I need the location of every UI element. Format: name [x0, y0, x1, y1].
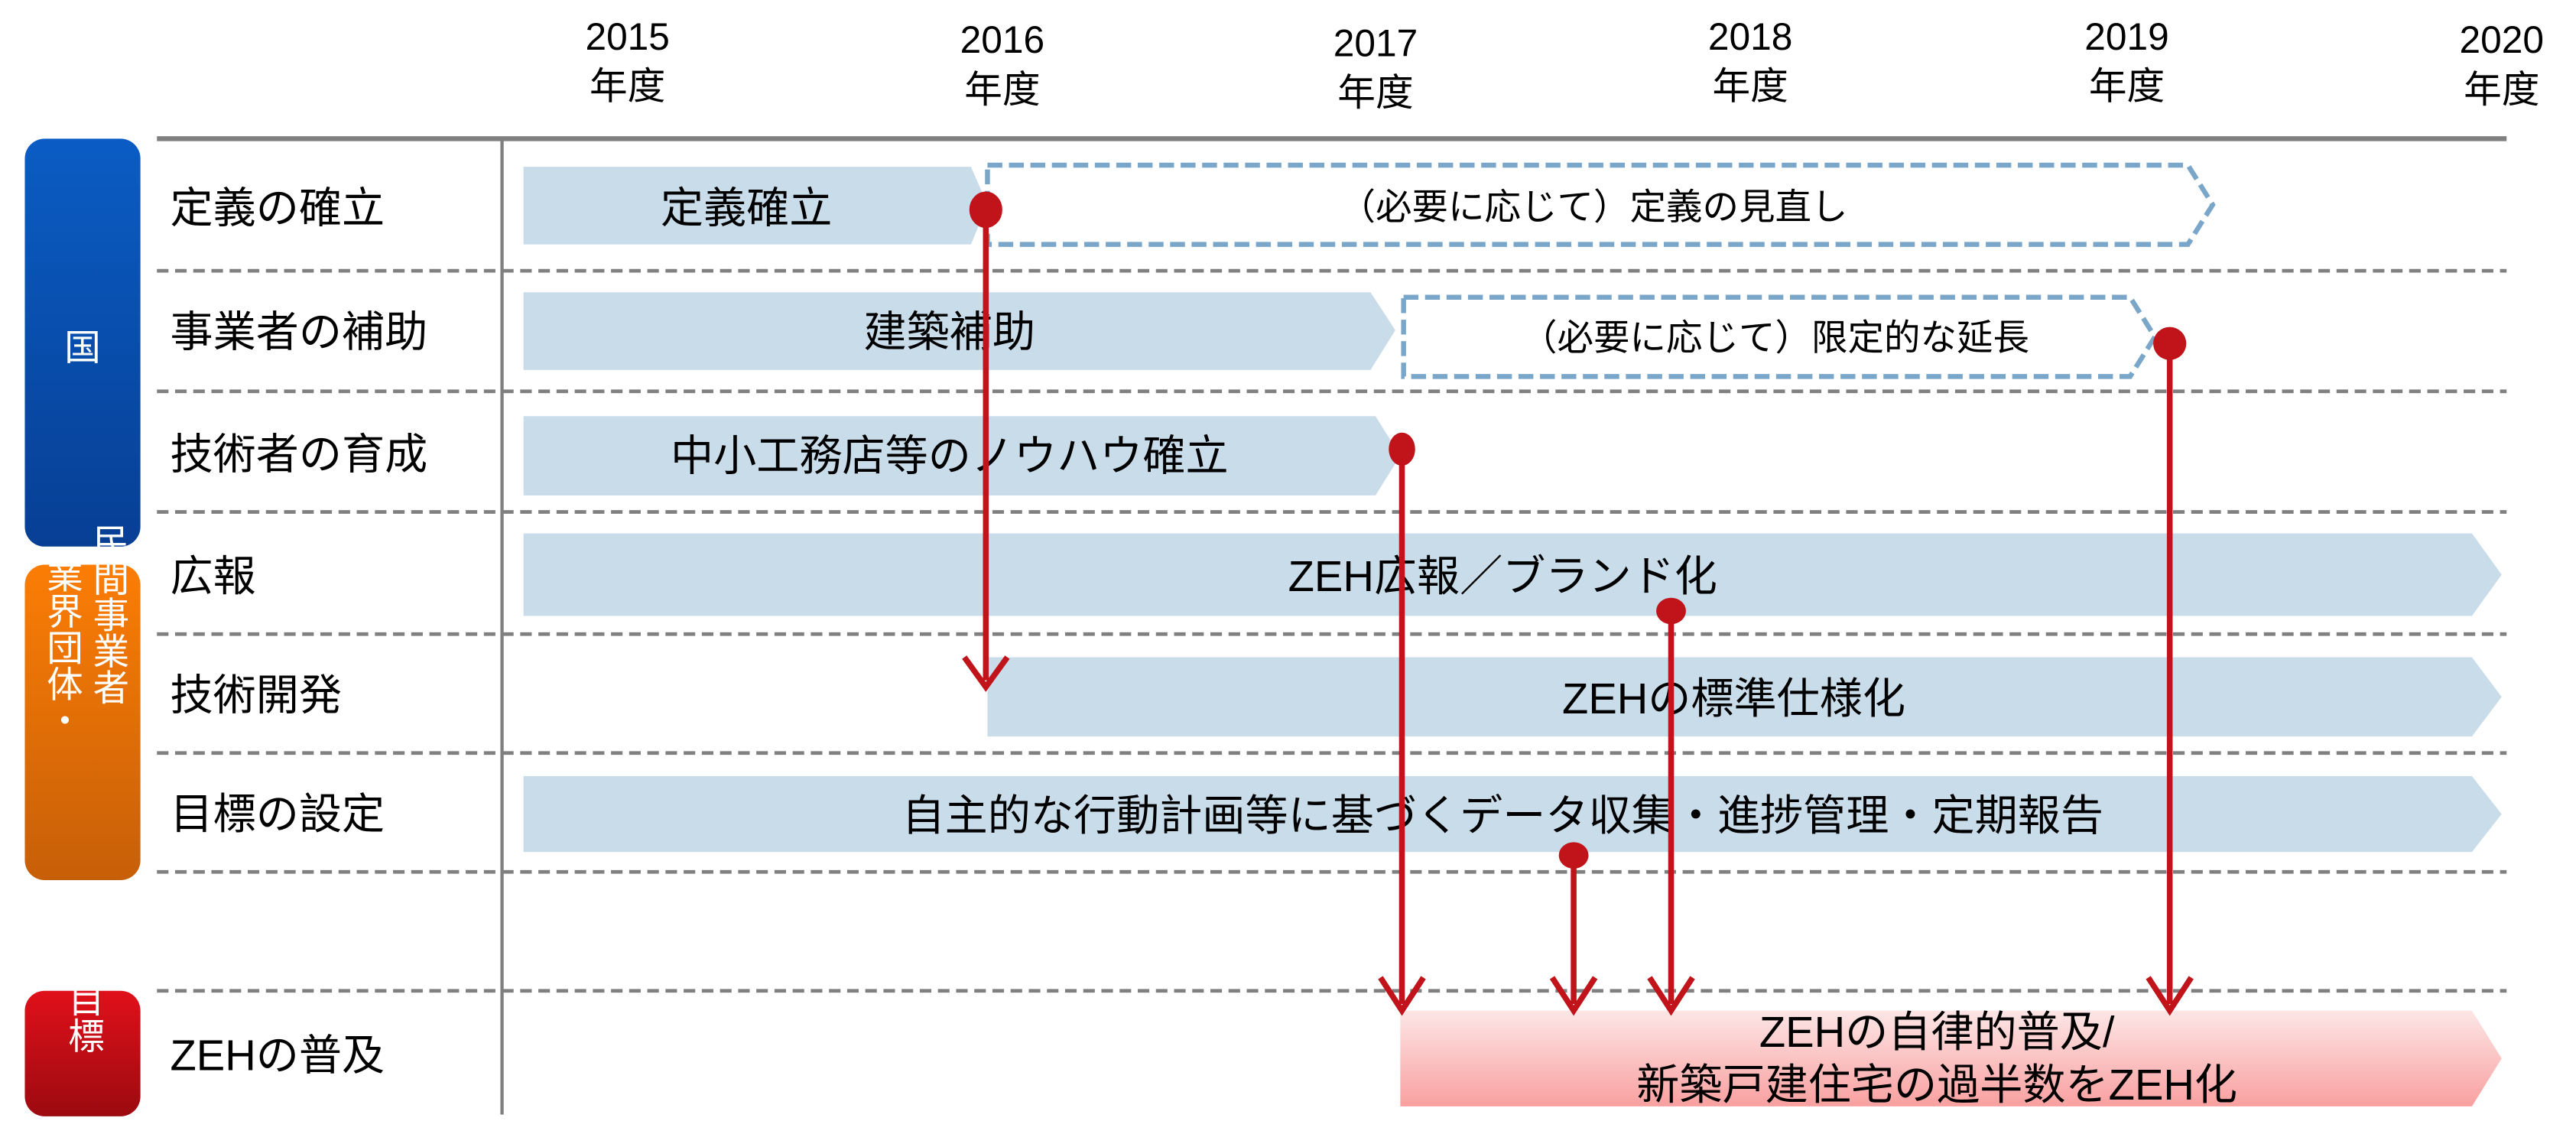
row-label: 事業者の補助	[171, 307, 428, 356]
row-label: 技術開発	[171, 671, 343, 720]
dashed-bar-limited-extension: （必要に応じて）限定的な延長	[1401, 294, 2159, 379]
bar-standard-spec: ZEHの標準仕様化	[987, 657, 2502, 737]
svg-text:建築補助: 建築補助	[864, 307, 1036, 356]
year-suffix: 年度	[1713, 65, 1788, 108]
arrow-subsidy-to-goal	[2146, 327, 2194, 1016]
svg-text:ZEHの標準仕様化: ZEHの標準仕様化	[1562, 674, 1905, 723]
arrow-pr-to-goal	[1647, 597, 1695, 1016]
svg-text:定義確立: 定義確立	[661, 184, 833, 232]
arrow-definition-to-tech	[962, 191, 1010, 692]
svg-text:業界団体・: 業界団体・	[41, 557, 82, 739]
row-labels: 定義の確立 事業者の補助 技術者の育成 広報 技術開発 目標の設定 ZEHの普及	[171, 184, 428, 1080]
svg-text:ZEH広報／ブランド化: ZEH広報／ブランド化	[1288, 552, 1717, 600]
bar-know-how: 中小工務店等のノウハウ確立	[523, 416, 1401, 496]
group-badge-private: 民間事業者 業界団体・	[24, 524, 141, 881]
year-suffix: 年度	[2089, 65, 2165, 108]
svg-text:（必要に応じて）定義の見直し: （必要に応じて）定義の見直し	[1340, 187, 1848, 228]
year-suffix: 年度	[1337, 71, 1413, 114]
year-header: 2015 年度 2016 年度 2017 年度 2018 年度 2019 年度 …	[585, 15, 2544, 114]
bar-definition: 定義確立	[523, 167, 988, 245]
year-2019: 2019	[2084, 15, 2168, 58]
year-2020: 2020	[2460, 18, 2544, 61]
year-suffix: 年度	[964, 68, 1040, 111]
svg-text:自主的な行動計画等に基づくデータ収集・進捗管理・定期報告: 自主的な行動計画等に基づくデータ収集・進捗管理・定期報告	[901, 791, 2103, 840]
row-label: 目標の設定	[171, 790, 385, 838]
bar-zeh-goal: ZEHの自律的普及/ 新築戸建住宅の過半数をZEH化	[1400, 1008, 2502, 1109]
svg-text:ZEHの自律的普及/: ZEHの自律的普及/	[1759, 1008, 2115, 1056]
row-label: 技術者の育成	[171, 430, 428, 478]
year-2018: 2018	[1708, 15, 1792, 58]
row-separators	[157, 268, 2507, 993]
year-2016: 2016	[960, 18, 1044, 61]
bar-construction-subsidy: 建築補助	[523, 292, 1395, 370]
row-label: 広報	[171, 552, 256, 600]
dependency-arrows	[962, 191, 2194, 1016]
svg-text:（必要に応じて）限定的な延長: （必要に応じて）限定的な延長	[1521, 318, 2029, 359]
row-label: 定義の確立	[171, 184, 385, 232]
year-suffix: 年度	[590, 65, 665, 108]
svg-text:中小工務店等のノウハウ確立: 中小工務店等のノウハウ確立	[671, 431, 1229, 479]
svg-text:目標: 目標	[63, 981, 104, 1054]
year-2017: 2017	[1333, 21, 1418, 64]
bar-pr-branding: ZEH広報／ブランド化	[523, 533, 2502, 616]
year-suffix: 年度	[2464, 68, 2539, 111]
bar-data-collection: 自主的な行動計画等に基づくデータ収集・進捗管理・定期報告	[523, 775, 2502, 853]
group-badge-goal: 目標	[24, 981, 141, 1116]
svg-text:民間事業者: 民間事業者	[87, 524, 128, 706]
svg-text:新築戸建住宅の過半数をZEH化: 新築戸建住宅の過半数をZEH化	[1636, 1061, 2237, 1109]
year-2015: 2015	[585, 15, 669, 58]
row-label: ZEHの普及	[171, 1031, 385, 1079]
arrow-knowhow-to-goal	[1378, 432, 1426, 1016]
group-badge-national: 国	[24, 138, 141, 547]
arrow-data-to-goal	[1549, 842, 1598, 1016]
dashed-bar-definition-review: （必要に応じて）定義の見直し	[985, 162, 2216, 247]
svg-text:国: 国	[64, 328, 101, 369]
